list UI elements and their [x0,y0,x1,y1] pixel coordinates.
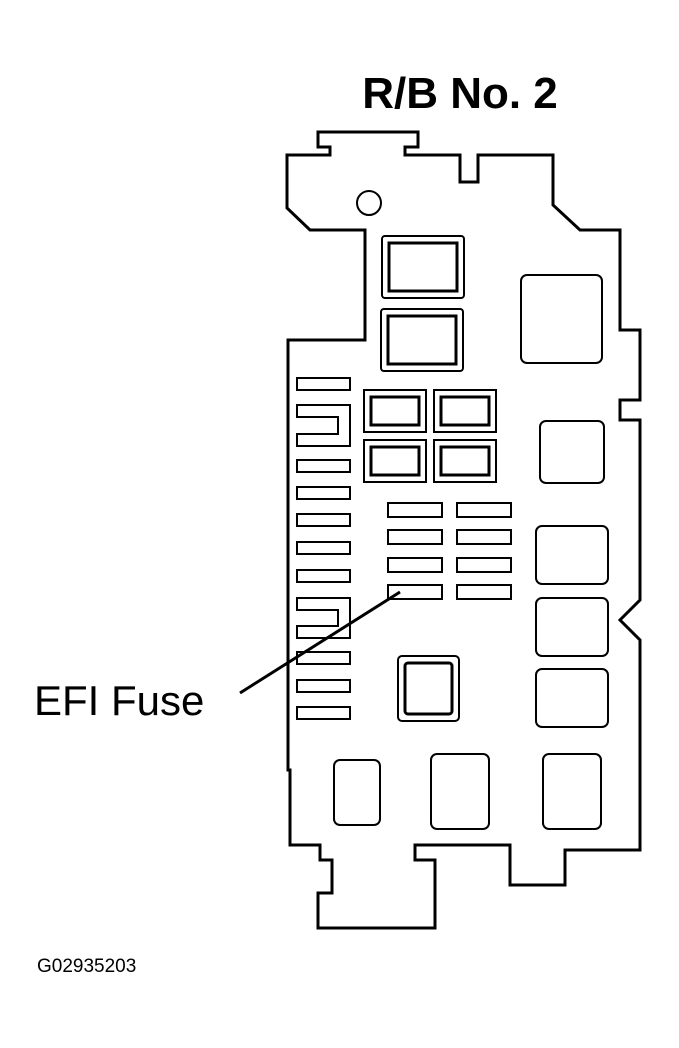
fuse-right-3 [456,557,512,573]
relay-10 [542,753,602,830]
fusible-link-2 [439,395,491,427]
terminal-8 [296,597,351,639]
terminal-11 [296,706,351,720]
fuse-right-2 [456,529,512,545]
relay-3 [520,274,603,364]
terminal-5 [296,513,351,527]
terminal-1 [296,377,351,391]
relay-4 [539,420,605,484]
terminal-10 [296,679,351,693]
efi-fuse-label: EFI Fuse [34,677,204,724]
fusible-link-4 [439,445,491,477]
relay-11 [403,661,454,716]
terminal-9 [296,651,351,665]
figure-id: G02935203 [37,956,136,977]
fuse-right-1 [456,502,512,518]
relay-9 [430,753,490,830]
fusible-link-3 [369,445,421,477]
efi-fuse-leader-line [239,590,401,695]
terminal-7 [296,569,351,583]
terminal-3 [296,459,351,473]
terminal-6 [296,541,351,555]
fusible-link-1 [369,395,421,427]
relay-8 [333,759,381,826]
relay-2 [386,314,458,366]
mounting-hole [356,190,382,216]
fuse-left-3 [387,557,443,573]
efi-fuse [387,584,443,600]
terminal-2 [296,404,351,447]
relay-5 [535,525,609,585]
relay-7 [535,668,609,728]
fuse-left-2 [387,529,443,545]
relay-6 [535,597,609,657]
relay-1 [387,241,459,293]
terminal-4 [296,486,351,500]
fuse-left-1 [387,502,443,518]
diagram-title: R/B No. 2 [362,69,558,118]
fuse-right-4 [456,584,512,600]
